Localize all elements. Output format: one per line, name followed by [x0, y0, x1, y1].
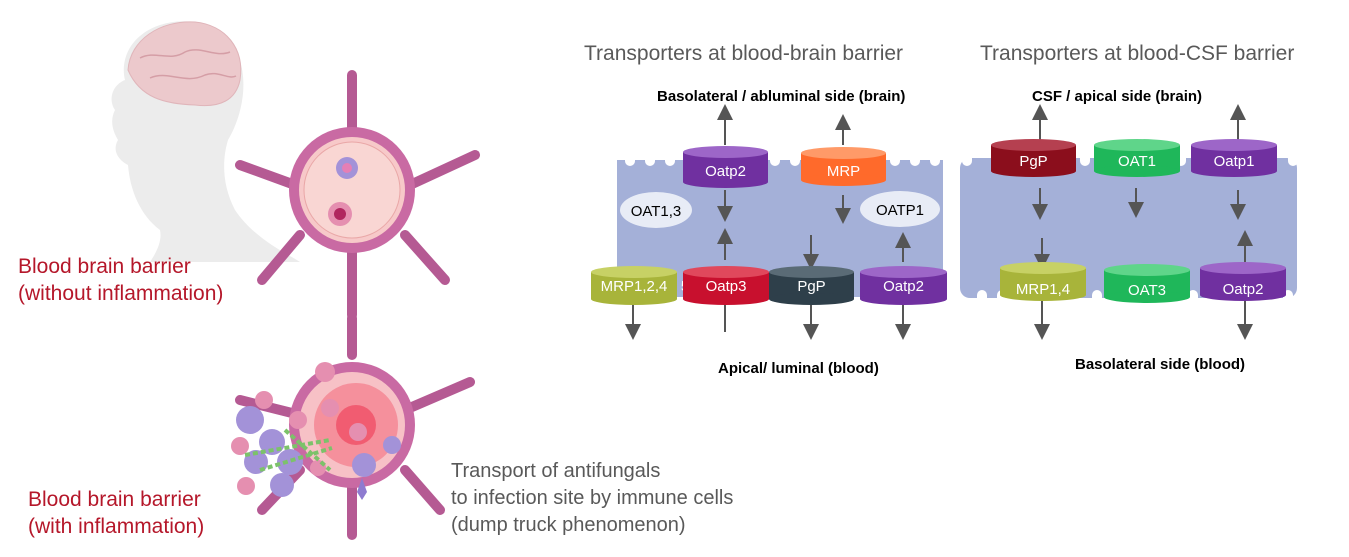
bbb-transporter-pgp: PgP [769, 266, 854, 305]
bbb-inflamed-diagram [231, 313, 475, 540]
csf-transporter-oat3: OAT3 [1104, 264, 1190, 303]
csf-transporter-oat3-label: OAT3 [1128, 282, 1166, 299]
left-illustrations [111, 21, 480, 540]
csf-top-label: CSF / apical side (brain) [1032, 88, 1203, 105]
bbb-transporter-oatp2-top-label: Oatp2 [705, 163, 746, 180]
csf-transporter-oat1-label: OAT1 [1118, 153, 1156, 170]
bbb-bottom-label: Apical/ luminal (blood) [718, 360, 879, 377]
csf-transporter-pgp-label: PgP [1019, 153, 1047, 170]
csf-transporter-mrp14-label: MRP1,4 [1016, 281, 1070, 298]
csf-bottom-label: Basolateral side (blood) [1075, 356, 1246, 373]
bbb-normal-diagram [235, 70, 480, 320]
oval-oat13-label: OAT1,3 [631, 203, 682, 220]
csf-transporter-oatp2: Oatp2 [1200, 262, 1286, 301]
bbb-transporter-mrp1245: MRP1,2,4 [591, 266, 677, 305]
dump-truck-note-line3: (dump truck phenomenon) [451, 514, 686, 536]
bbb-transporter-mrp-label: MRP [827, 163, 860, 180]
csf-transporter-mrp14: MRP1,4 [1000, 262, 1086, 301]
bbb-transporter-oatp2-bottom-label: Oatp2 [883, 278, 924, 295]
csf-transporter-pgp: PgP [991, 139, 1076, 177]
bbb-inflamed-label-line2: (with inflammation) [28, 515, 205, 538]
oval-oatp1: OATP1 [860, 191, 940, 227]
bbb-normal-label-line2: (without inflammation) [18, 282, 224, 305]
bbb-transporter-oatp2-bottom: Oatp2 [860, 266, 947, 305]
bbb-transporter-mrp1245-label: MRP1,2,4 [601, 278, 668, 295]
oval-oat13: OAT1,3 [620, 192, 692, 228]
bbb-transporter-oatp2-top: Oatp2 [683, 146, 768, 188]
bbb-title: Transporters at blood-brain barrier [584, 42, 904, 65]
bbb-transporter-pgp-label: PgP [797, 278, 825, 295]
transport-arrows [625, 104, 1253, 340]
csf-transporter-oatp2-label: Oatp2 [1223, 281, 1264, 298]
oval-oatp1-label: OATP1 [876, 202, 924, 219]
bbb-transporter-oatp3: Oatp3 [683, 266, 769, 305]
csf-transporter-oatp1: Oatp1 [1191, 139, 1277, 177]
transporter-diagram: OAT1,3 OATP1 Oatp2 MRP MRP1,2,4 5 Oatp3 … [591, 104, 1298, 340]
bbb-transporter-oatp3-label: Oatp3 [706, 278, 747, 295]
csf-transporter-oatp1-label: Oatp1 [1214, 153, 1255, 170]
dump-truck-note: Transport of antifungals to infection si… [451, 458, 733, 539]
dump-truck-note-line1: Transport of antifungals [451, 460, 661, 482]
bbb-inflamed-label: Blood brain barrier (with inflammation) [28, 486, 204, 540]
bbb-normal-label-line1: Blood brain barrier [18, 255, 191, 278]
csf-title: Transporters at blood-CSF barrier [980, 42, 1295, 65]
head-silhouette-icon [111, 21, 300, 262]
bbb-inflamed-label-line1: Blood brain barrier [28, 488, 201, 511]
bbb-normal-label: Blood brain barrier (without inflammatio… [18, 253, 223, 307]
dump-truck-note-line2: to infection site by immune cells [451, 487, 734, 509]
bbb-transporter-mrp: MRP [801, 147, 886, 186]
bbb-top-label: Basolateral / abluminal side (brain) [657, 88, 906, 105]
csf-transporter-oat1: OAT1 [1094, 139, 1180, 177]
